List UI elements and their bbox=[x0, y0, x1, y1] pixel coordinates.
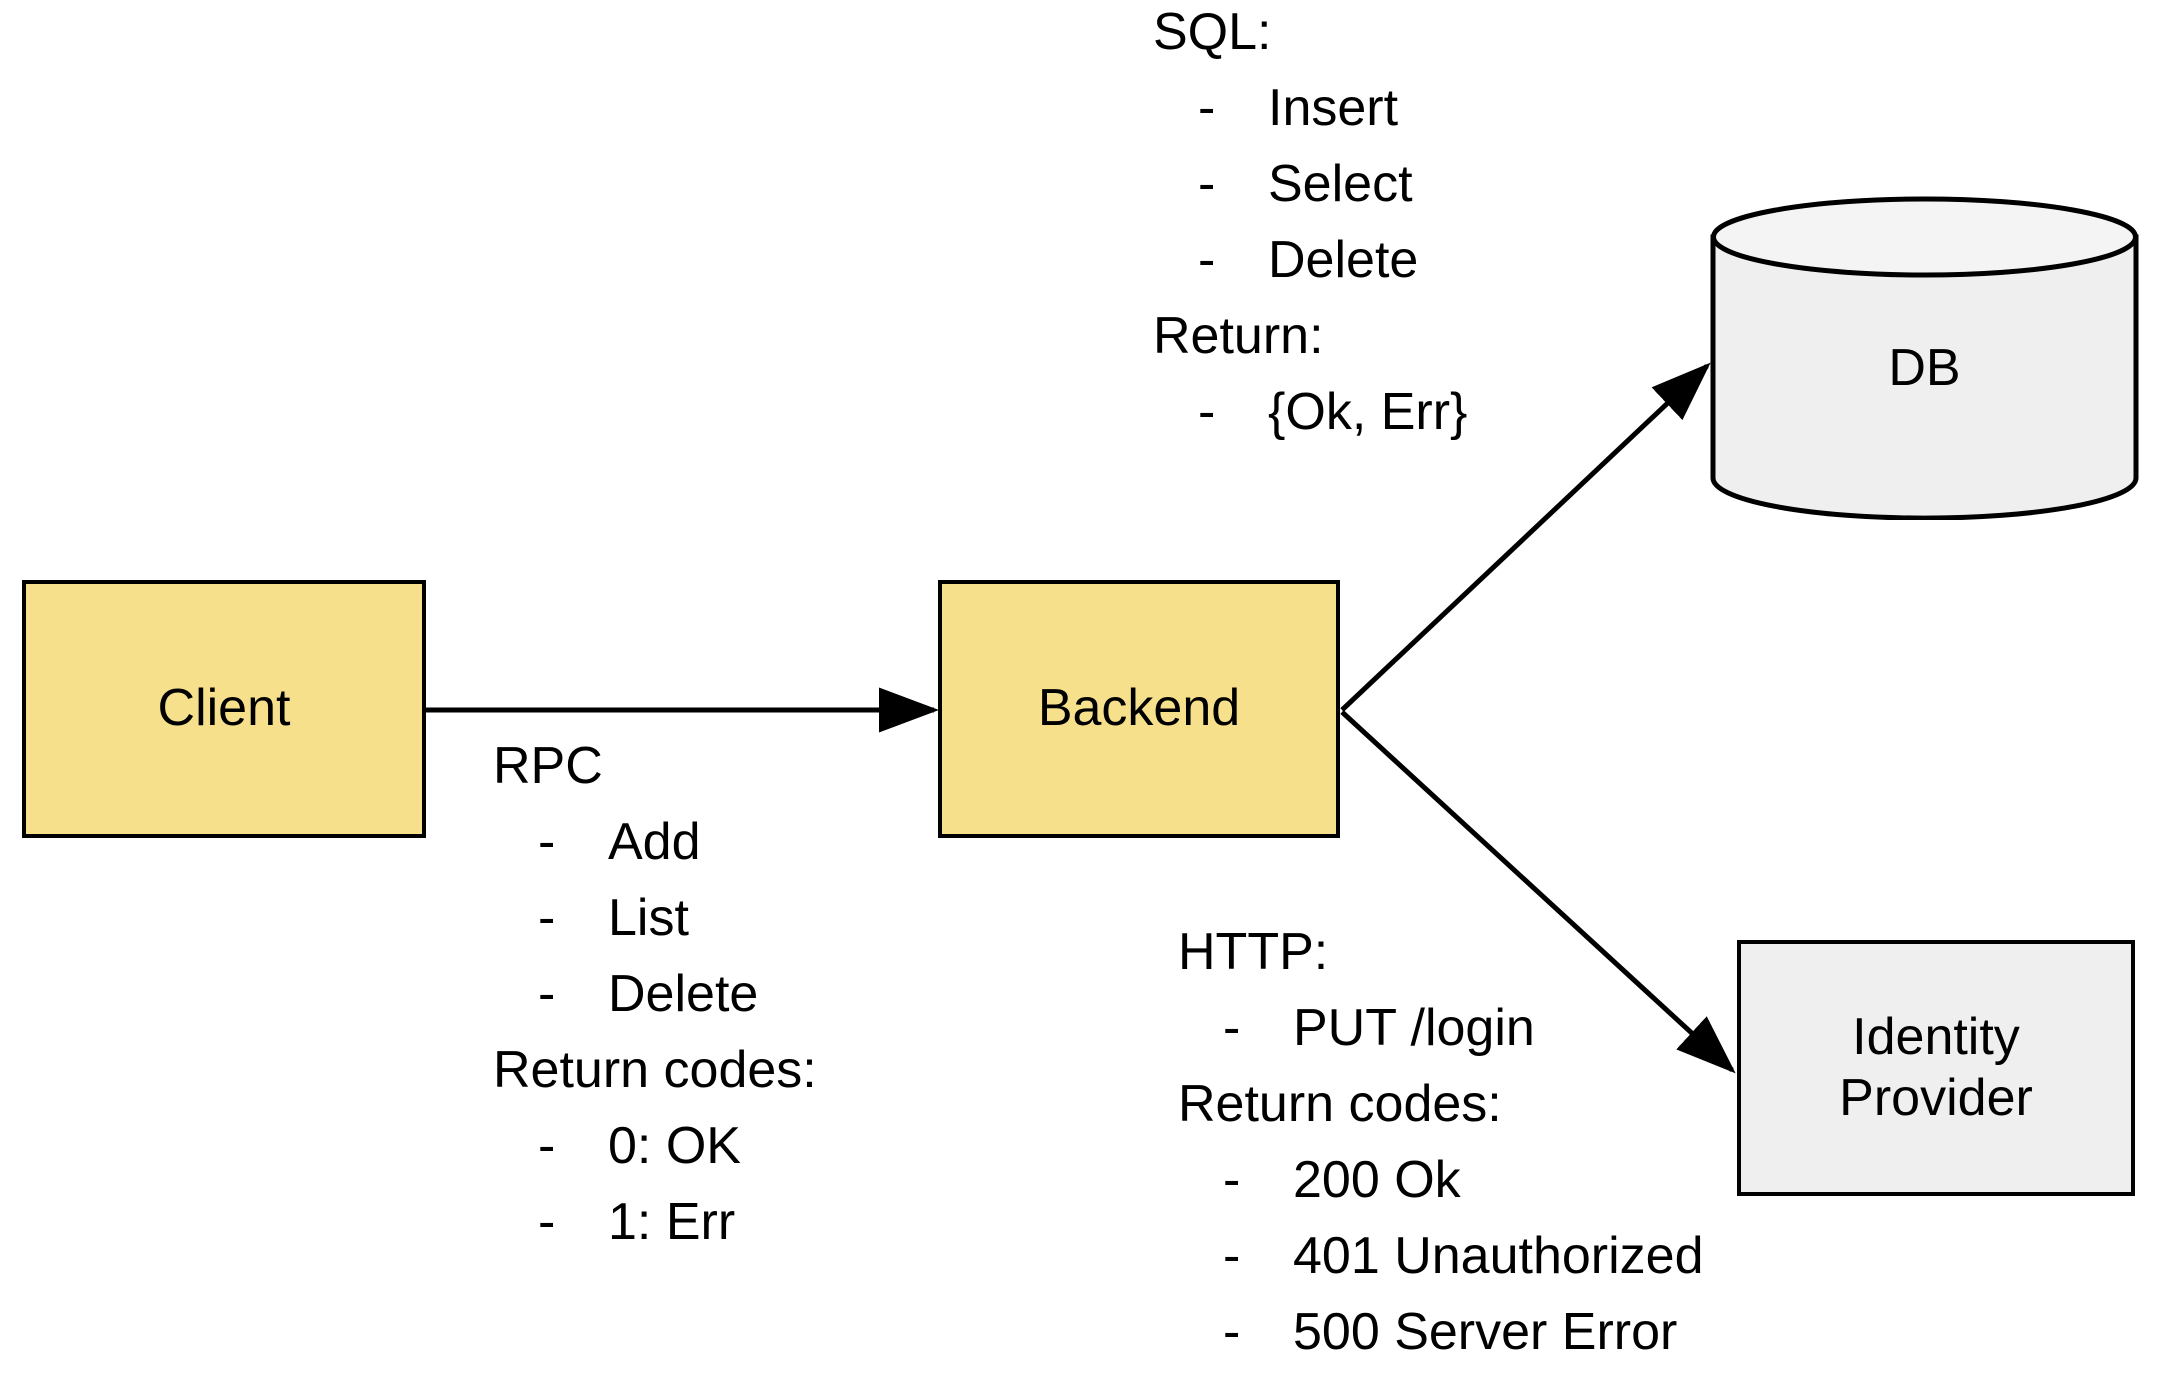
annotation-http-return-item: -401 Unauthorized bbox=[1178, 1218, 1704, 1294]
database-cylinder-icon bbox=[1710, 196, 2139, 520]
annotation-rpc-item: -Add bbox=[493, 804, 817, 880]
annotation-sql-heading: SQL: bbox=[1153, 3, 1272, 61]
annotation-sql-item-text: Delete bbox=[1268, 231, 1419, 289]
annotation-rpc-return-text: 1: Err bbox=[608, 1193, 736, 1251]
bullet-marker-icon: - bbox=[538, 1117, 556, 1175]
bullet-marker-icon: - bbox=[1223, 1303, 1241, 1361]
node-db[interactable]: DB bbox=[1710, 196, 2139, 520]
annotation-sql-return-text: {Ok, Err} bbox=[1268, 383, 1468, 441]
annotation-http-item-text: PUT /login bbox=[1293, 999, 1535, 1057]
node-client-label: Client bbox=[157, 679, 291, 738]
node-identity-provider[interactable]: Identity Provider bbox=[1737, 940, 2135, 1196]
node-client[interactable]: Client bbox=[22, 580, 426, 838]
annotation-sql-item: -Insert bbox=[1153, 70, 1467, 146]
bullet-marker-icon: - bbox=[1223, 999, 1241, 1057]
annotation-rpc-item: -List bbox=[493, 880, 817, 956]
annotation-rpc-return-item: -0: OK bbox=[493, 1108, 817, 1184]
annotation-sql: SQL: -Insert -Select -Delete Return: -{O… bbox=[1153, 0, 1467, 450]
bullet-marker-icon: - bbox=[1198, 231, 1216, 289]
annotation-http-heading: HTTP: bbox=[1178, 923, 1329, 981]
node-db-label: DB bbox=[1888, 339, 1961, 397]
annotation-rpc-item: -Delete bbox=[493, 956, 817, 1032]
annotation-rpc-return-text: 0: OK bbox=[608, 1117, 741, 1175]
annotation-sql-returns-heading: Return: bbox=[1153, 307, 1324, 365]
annotation-rpc-returns-heading: Return codes: bbox=[493, 1041, 817, 1099]
bullet-marker-icon: - bbox=[538, 965, 556, 1023]
annotation-rpc: RPC -Add -List -Delete Return codes: -0:… bbox=[493, 728, 817, 1260]
node-backend-label: Backend bbox=[1037, 679, 1241, 738]
annotation-http-return-text: 500 Server Error bbox=[1293, 1303, 1678, 1361]
annotation-http-return-text: 401 Unauthorized bbox=[1293, 1227, 1704, 1285]
annotation-sql-item-text: Select bbox=[1268, 155, 1413, 213]
node-identity-provider-label-line2: Provider bbox=[1839, 1069, 2033, 1127]
annotation-sql-return-item: -{Ok, Err} bbox=[1153, 374, 1467, 450]
annotation-rpc-heading: RPC bbox=[493, 737, 603, 795]
annotation-rpc-item-text: List bbox=[608, 889, 689, 947]
annotation-rpc-return-item: -1: Err bbox=[493, 1184, 817, 1260]
annotation-sql-item: -Select bbox=[1153, 146, 1467, 222]
annotation-sql-item-text: Insert bbox=[1268, 79, 1399, 137]
bullet-marker-icon: - bbox=[1198, 383, 1216, 441]
annotation-http-return-text: 200 Ok bbox=[1293, 1151, 1461, 1209]
bullet-marker-icon: - bbox=[1223, 1151, 1241, 1209]
node-backend[interactable]: Backend bbox=[938, 580, 1340, 838]
bullet-marker-icon: - bbox=[1198, 155, 1216, 213]
node-identity-provider-label-line1: Identity bbox=[1852, 1007, 2020, 1066]
bullet-marker-icon: - bbox=[1223, 1227, 1241, 1285]
annotation-http-returns-heading: Return codes: bbox=[1178, 1075, 1502, 1133]
bullet-marker-icon: - bbox=[538, 1193, 556, 1251]
annotation-rpc-item-text: Add bbox=[608, 813, 701, 871]
bullet-marker-icon: - bbox=[1198, 79, 1216, 137]
annotation-rpc-item-text: Delete bbox=[608, 965, 759, 1023]
annotation-http: HTTP: -PUT /login Return codes: -200 Ok … bbox=[1178, 914, 1704, 1370]
annotation-http-return-item: -500 Server Error bbox=[1178, 1294, 1704, 1370]
bullet-marker-icon: - bbox=[538, 813, 556, 871]
annotation-sql-item: -Delete bbox=[1153, 222, 1467, 298]
annotation-http-return-item: -200 Ok bbox=[1178, 1142, 1704, 1218]
annotation-http-item: -PUT /login bbox=[1178, 990, 1704, 1066]
bullet-marker-icon: - bbox=[538, 889, 556, 947]
